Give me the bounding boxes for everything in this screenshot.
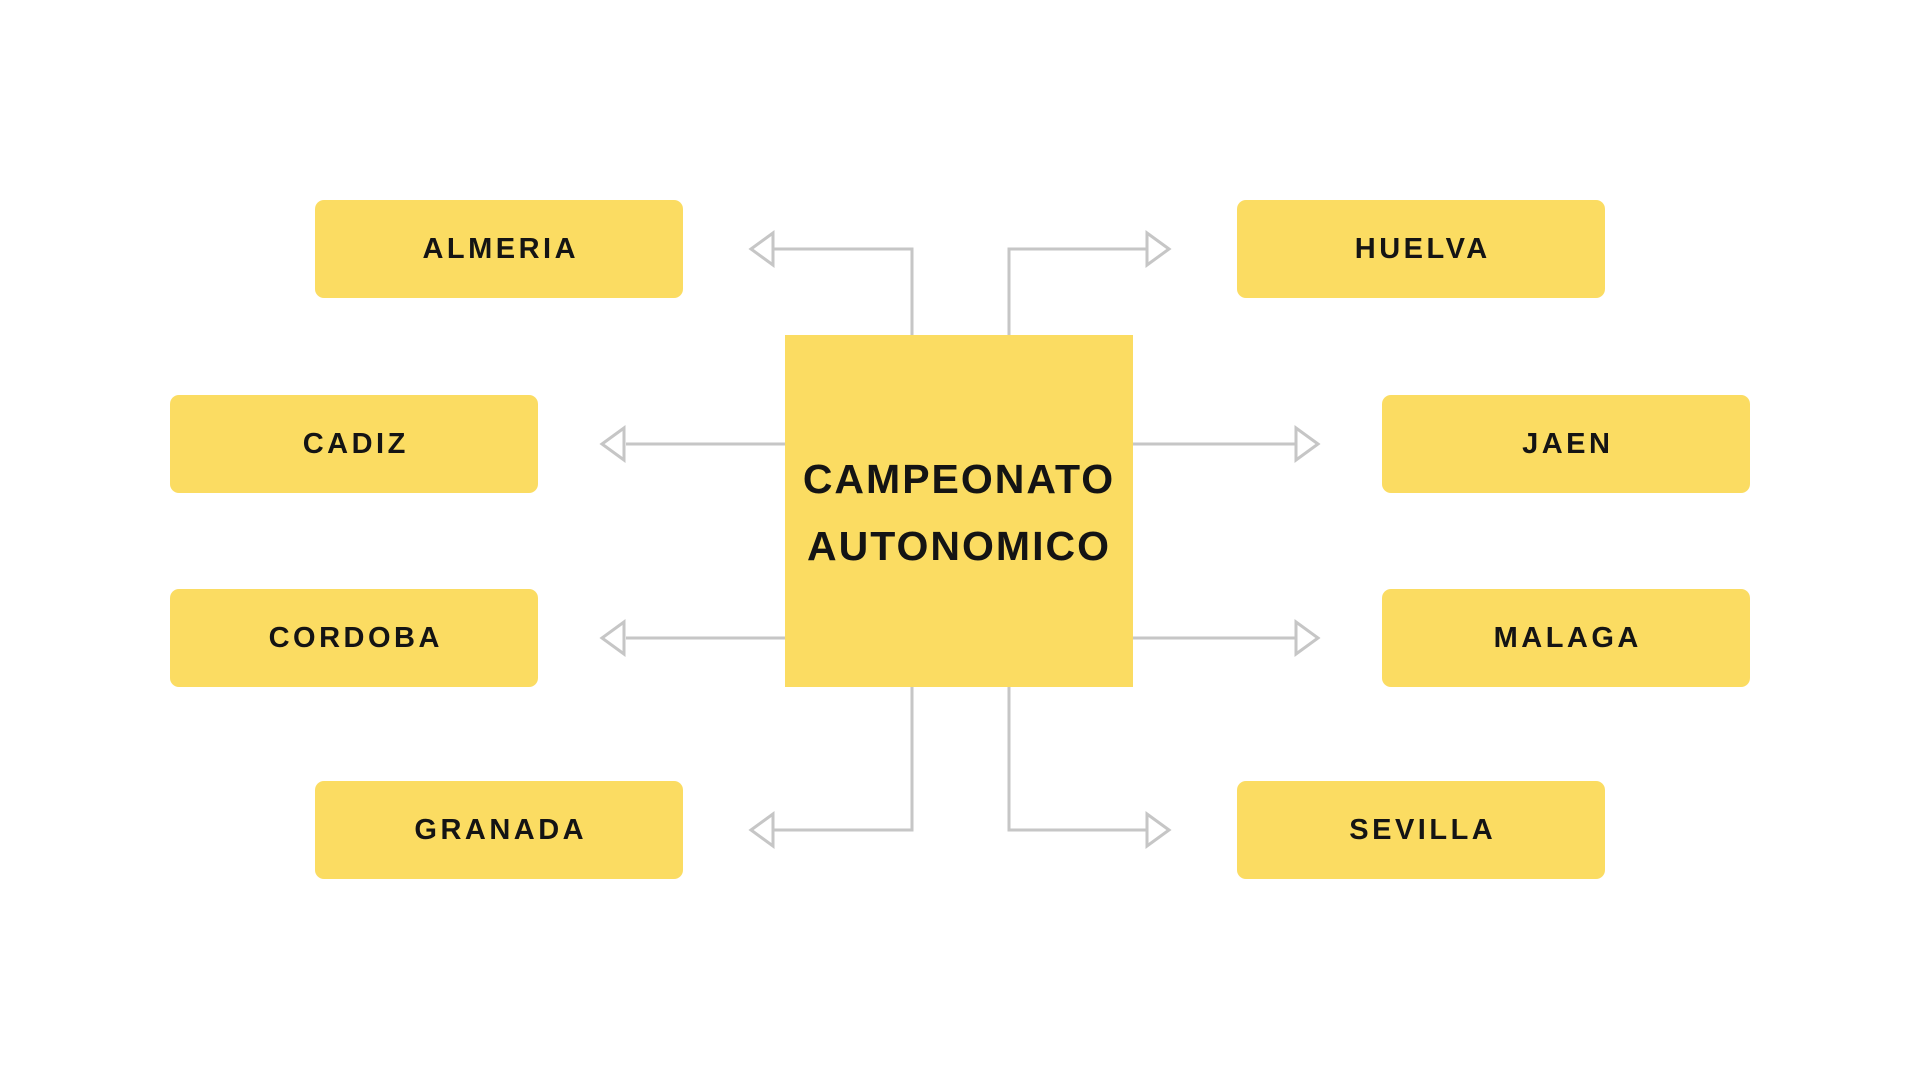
arrowhead-left-icon	[748, 811, 775, 849]
node-granada: GRANADA	[315, 781, 683, 879]
connector-center-to-almeria	[748, 230, 914, 335]
connector-line	[1007, 247, 1146, 335]
node-jaen: JAEN	[1382, 395, 1750, 493]
connector-line	[1007, 687, 1146, 832]
node-cordoba: CORDOBA	[170, 589, 538, 687]
connector-center-to-cadiz	[599, 425, 785, 463]
node-label: MALAGA	[1493, 621, 1642, 654]
arrowhead-right-icon	[1294, 619, 1321, 657]
arrowhead-left-icon	[599, 425, 626, 463]
arrowhead-right-icon	[1145, 230, 1172, 268]
node-label: ALMERIA	[422, 232, 580, 265]
connector-line	[774, 247, 914, 335]
node-cadiz: CADIZ	[170, 395, 538, 493]
arrowhead-left-icon	[599, 619, 626, 657]
node-sevilla: SEVILLA	[1237, 781, 1605, 879]
arrowhead-left-icon	[748, 230, 775, 268]
arrowhead-right-icon	[1145, 811, 1172, 849]
center-node-label-line-1: CAMPEONATO	[802, 456, 1116, 502]
node-label: HUELVA	[1354, 232, 1491, 265]
node-huelva: HUELVA	[1237, 200, 1605, 298]
connector-center-to-jaen	[1133, 425, 1321, 463]
connector-line	[774, 687, 914, 832]
node-almeria: ALMERIA	[315, 200, 683, 298]
connector-center-to-huelva	[1007, 230, 1172, 335]
node-label: JAEN	[1522, 427, 1614, 460]
connector-center-to-malaga	[1133, 619, 1321, 657]
node-label: CADIZ	[302, 427, 409, 460]
node-label: CORDOBA	[268, 621, 443, 654]
arrowhead-right-icon	[1294, 425, 1321, 463]
node-campeonato-autonomico: CAMPEONATO AUTONOMICO	[785, 335, 1133, 687]
connector-center-to-sevilla	[1007, 687, 1172, 849]
node-malaga: MALAGA	[1382, 589, 1750, 687]
node-label: GRANADA	[414, 813, 588, 846]
center-node-label-line-2: AUTONOMICO	[807, 523, 1111, 569]
connector-center-to-granada	[748, 687, 914, 849]
node-label: SEVILLA	[1349, 813, 1497, 846]
connector-center-to-cordoba	[599, 619, 785, 657]
